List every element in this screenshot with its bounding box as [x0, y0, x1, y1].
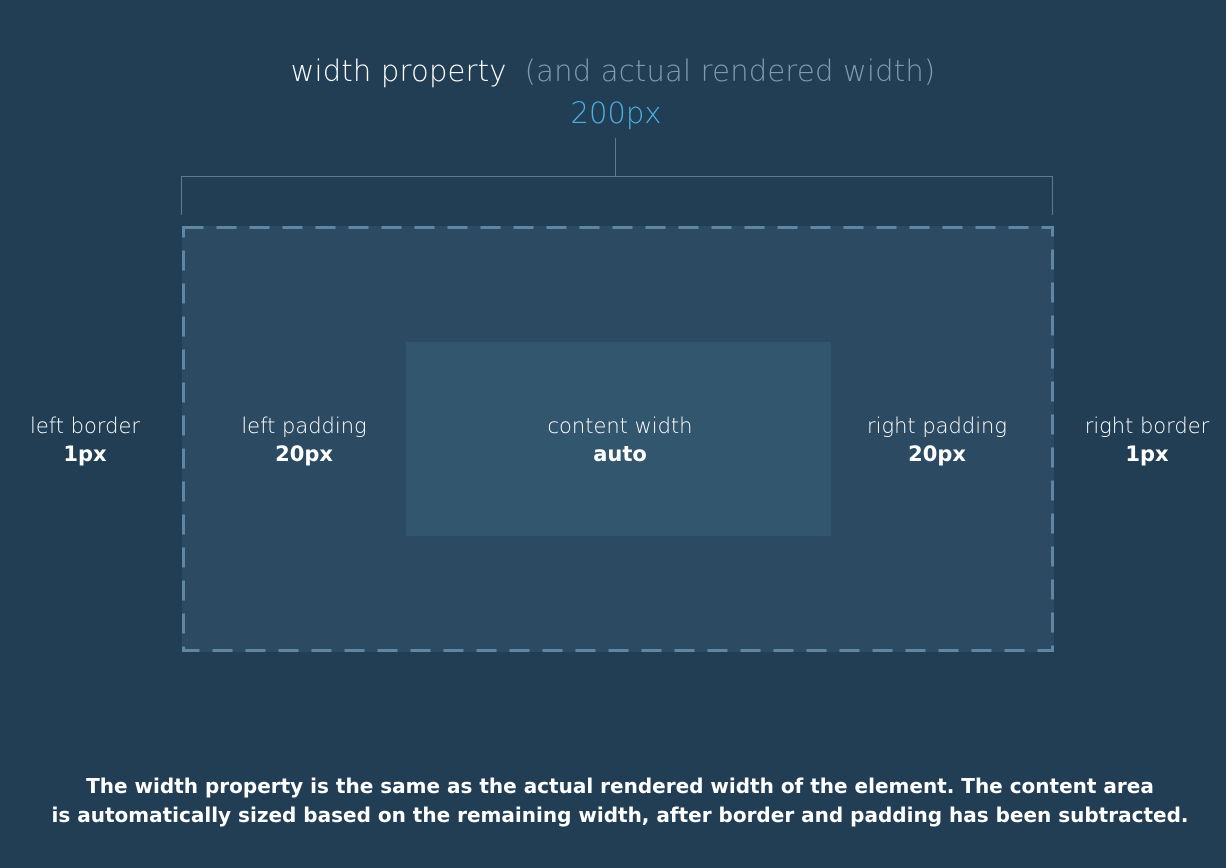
diagram-title: width property (and actual rendered width… [0, 54, 1226, 88]
title-main: width property [290, 54, 507, 88]
right-border-label: right border 1px [1072, 412, 1222, 468]
right-padding-value: 20px [908, 442, 966, 466]
caption-line-1: The width property is the same as the ac… [86, 774, 1154, 798]
left-padding-label: left padding 20px [229, 412, 379, 468]
right-border-value: 1px [1125, 442, 1169, 466]
left-border-name: left border [29, 414, 140, 438]
left-padding-name: left padding [241, 414, 367, 438]
right-padding-label: right padding 20px [852, 412, 1022, 468]
dashed-border [182, 226, 1054, 652]
width-value: 200px [570, 96, 662, 130]
caption-line-2: is automatically sized based on the rema… [51, 803, 1189, 827]
content-width-label: content width auto [520, 412, 720, 468]
left-border-label: left border 1px [10, 412, 160, 468]
title-sub: (and actual rendered width) [524, 54, 936, 88]
caption: The width property is the same as the ac… [0, 772, 1226, 830]
content-width-name: content width [547, 414, 693, 438]
content-area [406, 342, 831, 536]
right-padding-name: right padding [867, 414, 1007, 438]
left-padding-value: 20px [275, 442, 333, 466]
left-border-value: 1px [63, 442, 107, 466]
width-bracket [181, 176, 1053, 215]
content-width-value: auto [593, 442, 647, 466]
bracket-stem [615, 138, 616, 176]
right-border-name: right border [1084, 414, 1210, 438]
